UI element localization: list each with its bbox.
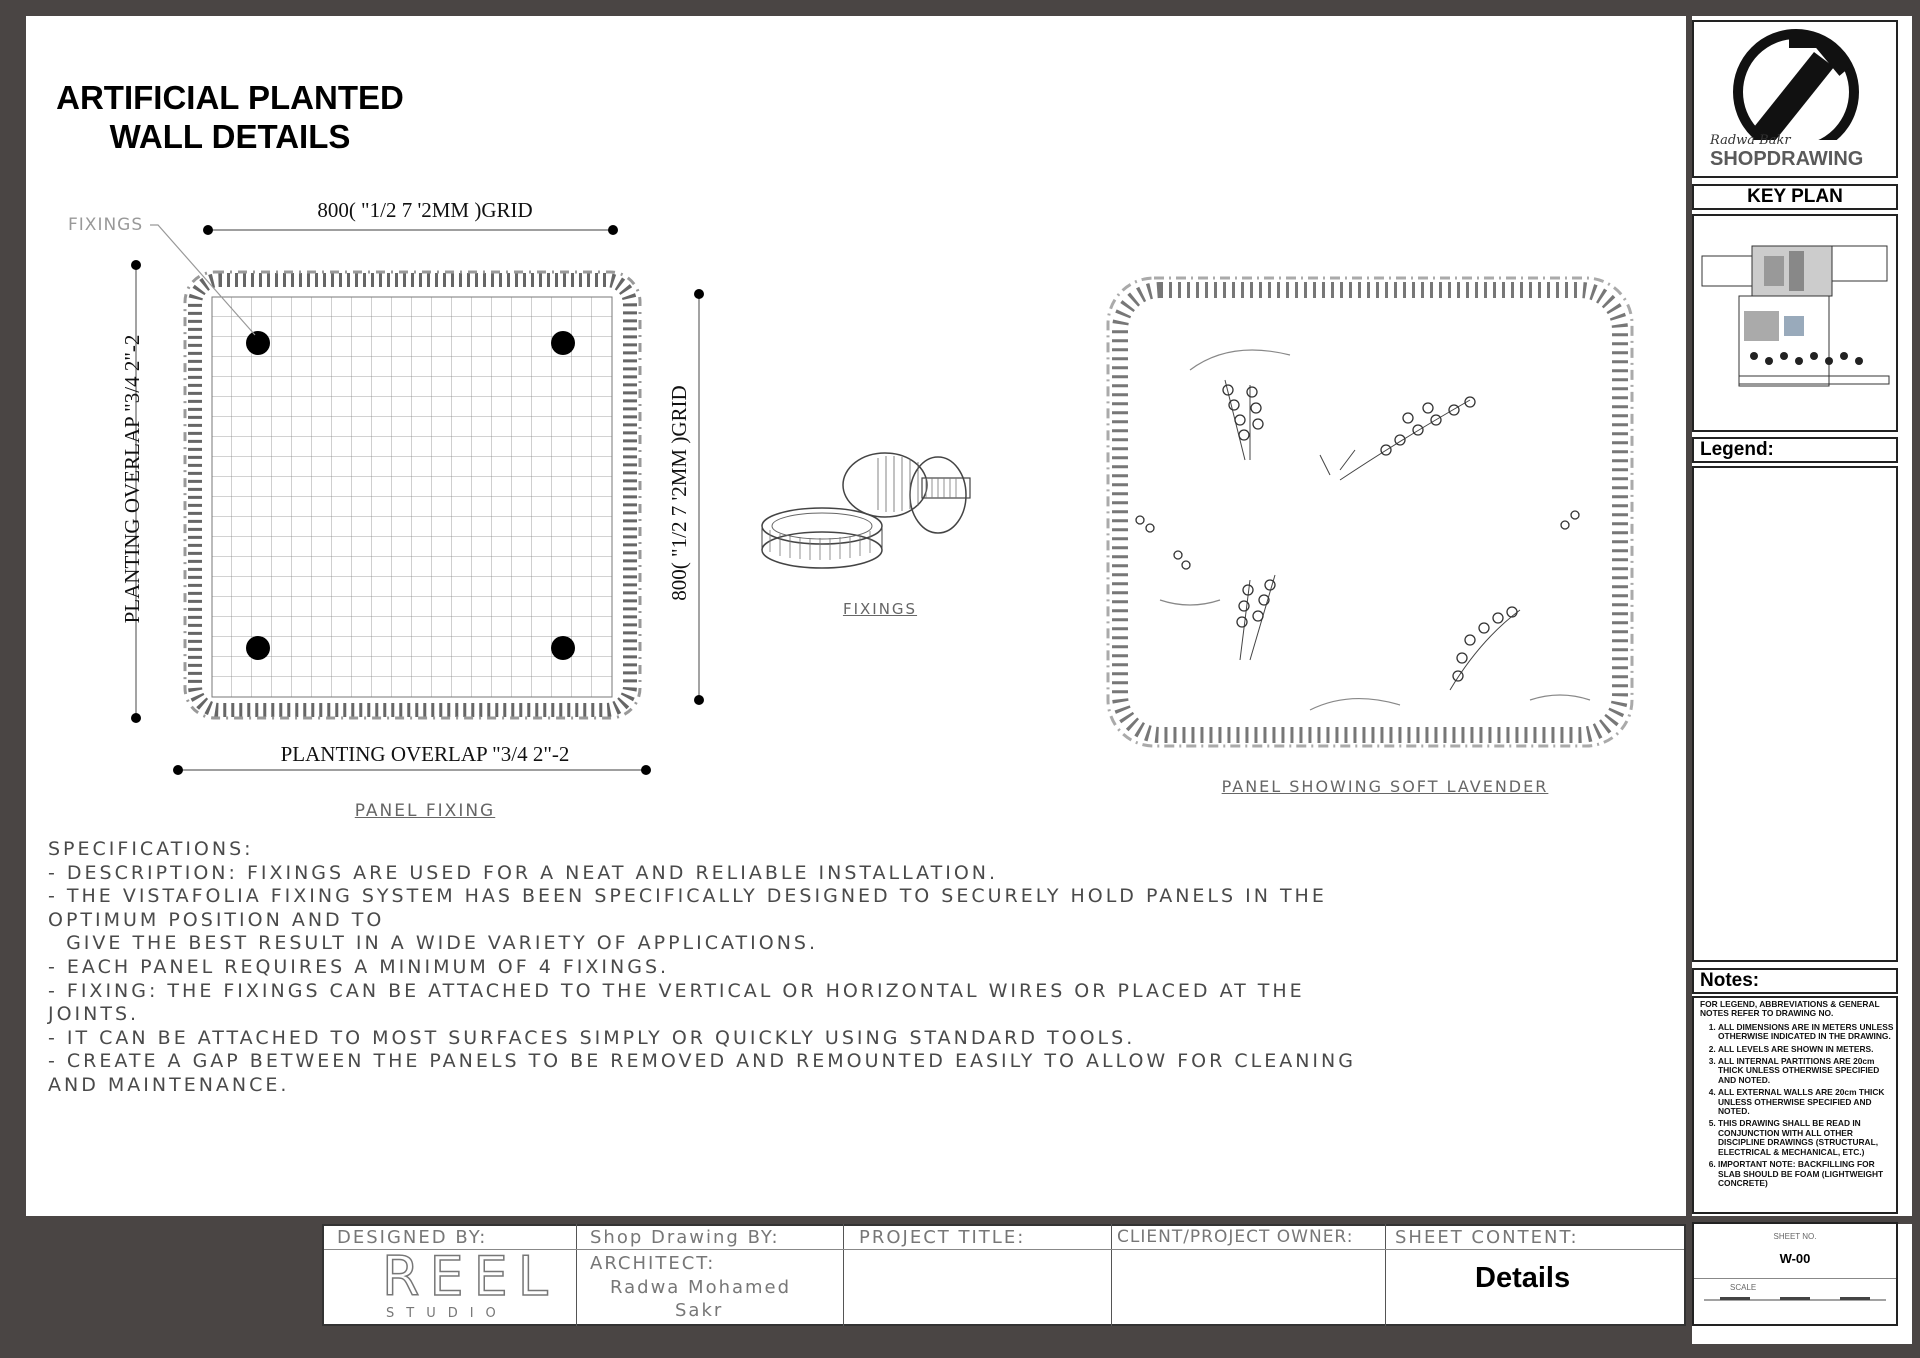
foliage-border — [188, 273, 637, 717]
lavender-foliage-border — [1112, 282, 1628, 743]
notes-box — [1692, 996, 1898, 1214]
architect-name-2: Sakr — [675, 1300, 724, 1321]
sheet-no-value: W-00 — [1779, 1251, 1811, 1266]
title-block — [322, 1224, 1686, 1326]
note-item: THIS DRAWING SHALL BE READ IN CONJUNCTIO… — [1718, 1119, 1896, 1157]
fixings-caption: FIXINGS — [842, 600, 918, 618]
spec-line: JOINTS. — [48, 1003, 140, 1026]
key-plan-drawing — [1701, 245, 1890, 387]
panel-fixing-caption: PANEL FIXING — [354, 801, 496, 821]
shopdrawing-logo-icon — [1696, 29, 1894, 172]
title-block-divider — [26, 1216, 1912, 1224]
reel-studio-logo: REEL — [381, 1245, 558, 1308]
spec-line: - EACH PANEL REQUIRES A MINIMUM OF 4 FIX… — [48, 955, 670, 978]
scale-bar — [1704, 1297, 1886, 1301]
panel-fixing-drawing — [131, 224, 704, 775]
bottom-dimension-label: PLANTING OVERLAP "3/4 2"-2 — [280, 742, 570, 766]
notes-content: FOR LEGEND, ABBREVIATIONS & GENERAL NOTE… — [1698, 999, 1896, 1191]
sheet-content-value: Details — [1475, 1262, 1571, 1294]
legend-header: Legend: — [1692, 437, 1898, 463]
panel-grid — [211, 296, 613, 698]
spec-line: SPECIFICATIONS: — [48, 838, 254, 860]
title-block-blank — [26, 1224, 322, 1344]
legend-title: Legend: — [1700, 439, 1774, 460]
title-block-sidebar-divider — [1686, 1216, 1692, 1344]
architect-label: ARCHITECT: — [590, 1253, 716, 1274]
sidebar-divider — [1686, 16, 1692, 1216]
fixings-detail-drawing — [761, 452, 971, 569]
fixing-point — [551, 636, 575, 660]
spec-line: OPTIMUM POSITION AND TO — [48, 908, 385, 931]
note-item: ALL INTERNAL PARTITIONS ARE 20cm THICK U… — [1718, 1056, 1896, 1085]
fixings-leader — [150, 224, 256, 336]
spec-line: AND MAINTENANCE. — [48, 1073, 290, 1096]
lavender-panel-drawing — [1106, 276, 1634, 748]
spec-line: - IT CAN BE ATTACHED TO MOST SURFACES SI… — [48, 1026, 1136, 1049]
drawing-title: ARTIFICIAL PLANTED WALL DETAILS — [40, 78, 420, 156]
spec-line: GIVE THE BEST RESULT IN A WIDE VARIETY O… — [48, 932, 819, 955]
title-block-base — [322, 1326, 1686, 1344]
title-line-2: WALL DETAILS — [109, 118, 351, 155]
reel-studio-sub: STUDIO — [386, 1306, 508, 1321]
spec-line: - CREATE A GAP BETWEEN THE PANELS TO BE … — [48, 1050, 1356, 1073]
sheet-no-label: SHEET NO. — [1773, 1232, 1817, 1241]
key-plan-header: KEY PLAN — [1692, 184, 1898, 210]
key-plan-box — [1692, 214, 1898, 432]
notes-header: Notes: — [1692, 968, 1898, 994]
specifications-block: SPECIFICATIONS: - DESCRIPTION: FIXINGS A… — [48, 838, 1356, 1098]
fixings-callout-label: FIXINGS — [68, 215, 144, 235]
sheet-number-box: SHEET NO. W-00 SCALE — [1692, 1222, 1898, 1326]
designed-by-label: DESIGNED BY: — [337, 1227, 488, 1248]
shop-drawing-by-label: Shop Drawing BY: — [590, 1227, 780, 1248]
logo-box: Radwa Bakr SHOPDRAWING — [1692, 20, 1898, 178]
fixing-point — [551, 331, 575, 355]
note-item: ALL LEVELS ARE SHOWN IN METERS. — [1718, 1044, 1896, 1054]
note-item: IMPORTANT NOTE: BACKFILLING FOR SLAB SHO… — [1718, 1159, 1896, 1188]
note-item: ALL EXTERNAL WALLS ARE 20cm THICK UNLESS… — [1718, 1088, 1896, 1116]
sheet-content-label: SHEET CONTENT: — [1395, 1227, 1579, 1248]
lavender-sprigs — [1224, 379, 1521, 691]
lavender-panel-caption: PANEL SHOWING SOFT LAVENDER — [1221, 777, 1549, 796]
left-dimension-label: PLANTING OVERLAP "3/4 2"-2 — [120, 334, 144, 624]
top-dimension-label: 800( "1/2 7 '2MM )GRID — [317, 198, 533, 222]
spec-line: - FIXING: THE FIXINGS CAN BE ATTACHED TO… — [48, 979, 1305, 1002]
fixing-point — [246, 331, 270, 355]
architect-name-1: Radwa Mohamed — [610, 1277, 792, 1298]
legend-box — [1692, 466, 1898, 962]
notes-intro: FOR LEGEND, ABBREVIATIONS & GENERAL NOTE… — [1700, 999, 1880, 1019]
project-title-label: PROJECT TITLE: — [859, 1227, 1026, 1248]
right-dimension-label: 800( "1/2 7 '2MM )GRID — [667, 385, 691, 601]
scale-label: SCALE — [1694, 1278, 1896, 1292]
notes-title: Notes: — [1700, 970, 1760, 991]
title-line-1: ARTIFICIAL PLANTED — [56, 79, 404, 116]
fixing-point — [246, 636, 270, 660]
logo-text: SHOPDRAWING — [1710, 148, 1864, 170]
logo-signature: Radwa Bakr — [1710, 133, 1791, 148]
client-label: CLIENT/PROJECT OWNER: — [1117, 1227, 1354, 1247]
spec-line: - THE VISTAFOLIA FIXING SYSTEM HAS BEEN … — [48, 885, 1327, 908]
note-item: ALL DIMENSIONS ARE IN METERS UNLESS OTHE… — [1718, 1022, 1896, 1042]
spec-line: - DESCRIPTION: FIXINGS ARE USED FOR A NE… — [48, 861, 999, 884]
key-plan-title: KEY PLAN — [1747, 186, 1843, 207]
